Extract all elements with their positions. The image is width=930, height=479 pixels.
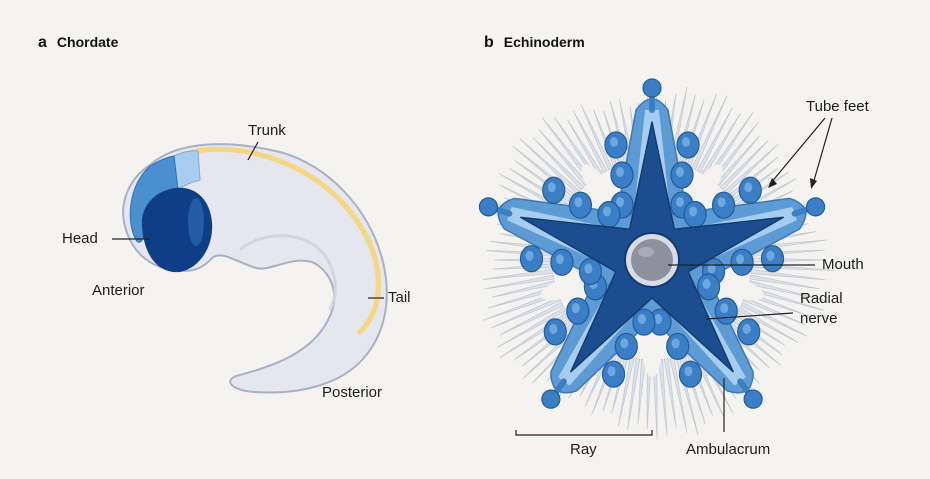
mouth-highlight [638, 247, 654, 257]
tube-foot-highlight [684, 366, 692, 376]
tube-foot-highlight [610, 137, 618, 147]
tube-foot-highlight [718, 197, 726, 207]
tube-foot-highlight [572, 303, 580, 313]
tube-foot-highlight [720, 303, 728, 313]
tube-foot-highlight [548, 182, 556, 192]
tube-foot-highlight [672, 338, 680, 348]
interradial-notch [643, 333, 661, 377]
label-ambulacrum: Ambulacrum [686, 441, 770, 458]
label-nerve: nerve [800, 310, 838, 327]
tube-foot-highlight [603, 206, 611, 216]
tube-foot-highlight [556, 254, 564, 264]
tube-foot-highlight [689, 206, 697, 216]
tube-foot-highlight [676, 197, 684, 207]
tube-foot-tip [542, 390, 560, 408]
tube-foot-tip [479, 198, 497, 216]
tube-foot-highlight [703, 279, 711, 289]
tube-feet-leader-2 [813, 118, 832, 184]
central-disc [625, 233, 679, 287]
tube-foot-highlight [608, 366, 616, 376]
mouth-opening [631, 239, 673, 281]
label-ray: Ray [570, 441, 597, 458]
spine [659, 359, 668, 435]
tube-foot-highlight [584, 264, 592, 274]
label-tube-feet: Tube feet [806, 98, 869, 115]
tube-foot-highlight [744, 182, 752, 192]
label-radial: Radial [800, 290, 843, 307]
label-mouth: Mouth [822, 256, 864, 273]
tube-foot-tip [807, 198, 825, 216]
tube-feet-leader-1 [770, 118, 825, 184]
tube-feet-arrowhead-2 [810, 178, 817, 189]
tube-foot-highlight [766, 251, 774, 261]
tube-foot-tip [744, 390, 762, 408]
tube-foot-highlight [743, 324, 751, 334]
tube-foot-highlight [736, 254, 744, 264]
tube-foot-tip [643, 79, 661, 97]
tube-foot-highlight [682, 137, 690, 147]
tube-foot-highlight [549, 324, 557, 334]
tube-foot-highlight [526, 251, 534, 261]
tube-foot-highlight [638, 314, 646, 324]
tube-foot-highlight [620, 338, 628, 348]
tube-foot-highlight [676, 167, 684, 177]
ray-bracket [516, 430, 652, 435]
tube-foot-highlight [616, 167, 624, 177]
spine [638, 359, 646, 424]
tube-foot-highlight [574, 197, 582, 207]
